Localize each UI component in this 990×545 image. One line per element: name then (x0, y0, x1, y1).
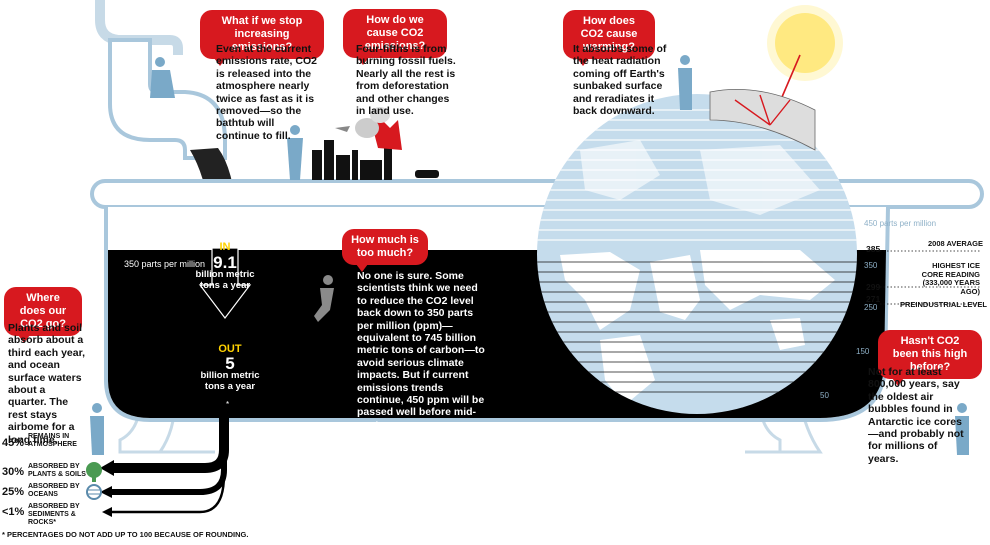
in-unit: billion metric tons a year (195, 269, 255, 291)
question-bubble-warming: How does CO2 cause warming? (563, 10, 655, 66)
level-label-icecore: HIGHEST ICE CORE READING (333,000 YEARS … (921, 261, 980, 296)
question-bubble-before: Hasn't CO2 been this high before? (878, 330, 982, 386)
level-value-icecore: 299 (866, 282, 881, 292)
globe (537, 94, 857, 414)
scale-tick-150: 150 (856, 347, 870, 356)
people-icons (90, 55, 969, 455)
in-label: IN (219, 241, 231, 253)
scale-tick-350: 350 (864, 261, 878, 270)
question-bubble-stop: What if we stop increasing emissions? (200, 10, 324, 66)
level-label-preindustrial: PREINDUSTRIAL LEVEL (900, 300, 987, 309)
question-bubble-cause: How do we cause CO2 emissions? (343, 9, 447, 65)
level-label-2008: 2008 AVERAGE (928, 239, 984, 248)
scale-top: 450 parts per million (864, 219, 937, 228)
answer-much: No one is sure. Some scientists think we… (357, 270, 485, 431)
scale-tick-50: 50 (820, 391, 829, 400)
out-value: 5 (225, 354, 235, 373)
fate-pct-plants: 30% (2, 466, 25, 478)
question-bubble-much: How much is too much? (342, 229, 428, 272)
fate-pct-oceans: 25% (2, 486, 25, 498)
scale-tick-250: 250 (864, 303, 878, 312)
in-arrow (198, 247, 252, 319)
footnote: * PERCENTAGES DO NOT ADD UP TO 100 BECAU… (2, 530, 249, 539)
answer-cause: Four-fifths is from burning fossil fuels… (356, 43, 456, 118)
fate-label-oceans: ABSORBED BY OCEANS (28, 483, 80, 498)
out-footnote-mark: * (226, 400, 230, 409)
tree-icon (86, 462, 102, 482)
fate-label-plants: ABSORBED BY PLANTS & SOILS (28, 463, 86, 478)
city-icon (312, 107, 439, 180)
level-value-preindustrial: 271 (866, 294, 881, 304)
answer-where: Plants and soil absorb about a third eac… (8, 322, 86, 446)
answer-stop: Even at the current emissions rate, CO2 … (216, 43, 317, 142)
in-value: 9.1 (213, 253, 237, 272)
level-value-2008: 385 (866, 244, 881, 254)
question-bubble-where: Where does our CO2 go? (4, 287, 82, 343)
fate-pct-sediments: <1% (2, 506, 25, 518)
answer-warming: It absorbs some of the heat radiation co… (573, 43, 667, 118)
ocean-icon (86, 484, 102, 500)
falling-person-icon (314, 275, 334, 322)
fate-label-sediments: ABSORBED BY SEDIMENTS & ROCKS* (28, 503, 80, 526)
waterline-label: 350 parts per million (124, 259, 206, 269)
fate-pct-atmosphere: 45% (2, 437, 25, 449)
answer-before: Not for at least 800,000 years, say the … (868, 366, 964, 465)
out-label: OUT (218, 343, 242, 355)
fate-label-atmosphere: REMAINS IN ATMOSPHERE (28, 433, 77, 448)
out-unit: billion metric tons a year (200, 370, 260, 392)
